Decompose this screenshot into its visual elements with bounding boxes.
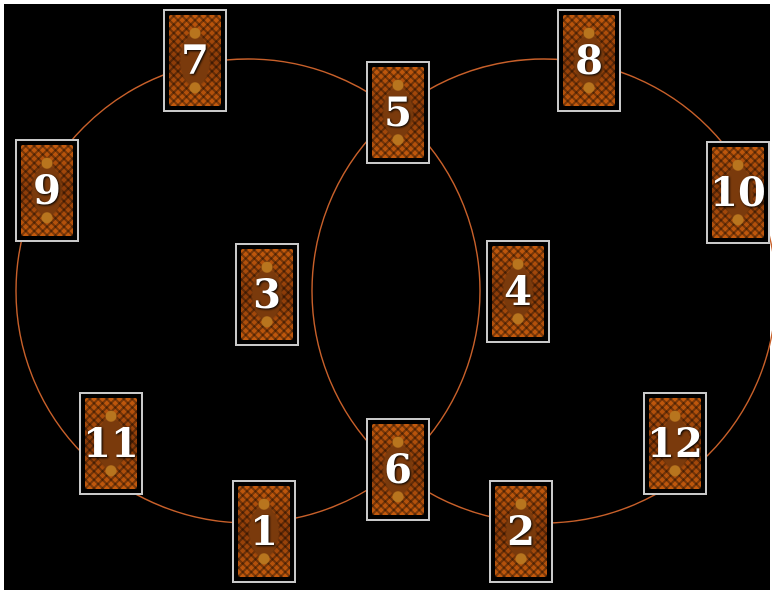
card-number: 3 (253, 270, 281, 318)
card-back: 7 (169, 15, 221, 106)
card-back: 12 (647, 398, 703, 489)
card-back: 10 (710, 147, 766, 238)
card-back: 4 (492, 246, 544, 337)
card-number: 1 (250, 507, 278, 555)
card-back: 2 (495, 486, 547, 577)
card-back: 8 (563, 15, 615, 106)
card-back: 1 (238, 486, 290, 577)
card-12[interactable]: 12 (643, 392, 707, 495)
card-9[interactable]: 9 (15, 139, 79, 242)
card-3[interactable]: 3 (235, 243, 299, 346)
card-number: 2 (507, 507, 535, 555)
card-number: 4 (504, 267, 532, 315)
card-8[interactable]: 8 (557, 9, 621, 112)
card-back: 11 (83, 398, 139, 489)
card-number: 12 (647, 419, 703, 467)
card-number: 7 (181, 36, 209, 84)
card-4[interactable]: 4 (486, 240, 550, 343)
card-number: 9 (33, 166, 61, 214)
card-number: 6 (384, 445, 412, 493)
card-10[interactable]: 10 (706, 141, 770, 244)
card-7[interactable]: 7 (163, 9, 227, 112)
card-11[interactable]: 11 (79, 392, 143, 495)
card-back: 9 (21, 145, 73, 236)
card-5[interactable]: 5 (366, 61, 430, 164)
card-back: 6 (372, 424, 424, 515)
card-number: 5 (384, 88, 412, 136)
card-number: 10 (710, 168, 766, 216)
card-back: 5 (372, 67, 424, 158)
card-2[interactable]: 2 (489, 480, 553, 583)
card-1[interactable]: 1 (232, 480, 296, 583)
card-number: 8 (575, 36, 603, 84)
card-back: 3 (241, 249, 293, 340)
card-6[interactable]: 6 (366, 418, 430, 521)
card-number: 11 (83, 419, 139, 467)
